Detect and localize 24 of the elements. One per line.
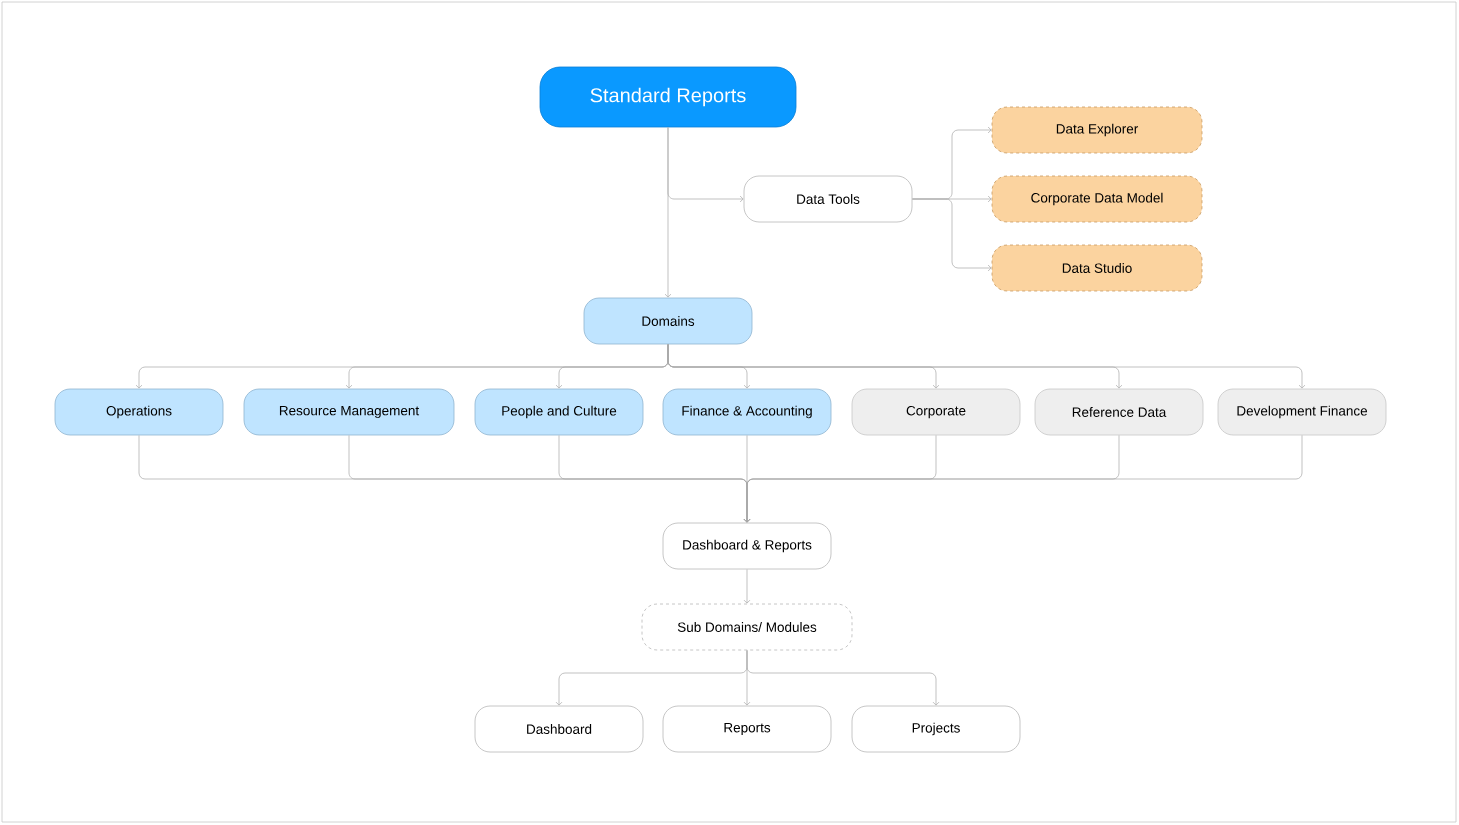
domain-box: Operations: [54, 388, 224, 436]
domain-box: Reference Data: [1034, 388, 1204, 436]
domain-box: People and Culture: [474, 388, 644, 436]
tool-box: Data Explorer: [991, 106, 1203, 154]
arrow: [746, 650, 940, 706]
process-box: Reports: [662, 705, 832, 753]
process-box: Data Tools: [743, 175, 913, 223]
domain-box: Development Finance: [1217, 388, 1387, 436]
domain-box: Finance & Accounting: [662, 388, 832, 436]
tool-box: Data Studio: [991, 244, 1203, 292]
arrow: [664, 127, 672, 298]
process-box: Dashboard: [474, 705, 644, 753]
tool-box: Corporate Data Model: [991, 175, 1203, 223]
module-box: Sub Domains/ Modules: [641, 603, 853, 651]
process-box: Dashboard & Reports: [662, 522, 832, 570]
title-box: Standard Reports: [539, 66, 797, 128]
arrow: [743, 435, 1303, 523]
arrow: [743, 569, 751, 604]
arrow: [667, 344, 1306, 389]
domain-box: Resource Management: [243, 388, 455, 436]
process-box: Projects: [851, 705, 1021, 753]
arrow: [912, 198, 992, 272]
domain-box: Domains: [583, 297, 753, 345]
domain-box: Corporate: [851, 388, 1021, 436]
